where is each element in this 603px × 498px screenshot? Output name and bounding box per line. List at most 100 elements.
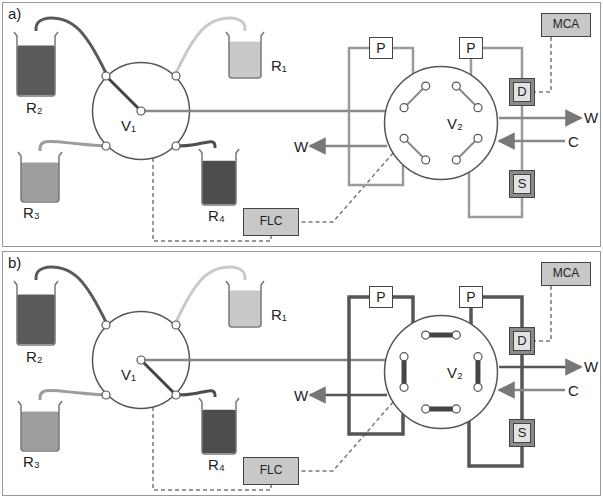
panel-frame: R₂R₁V₁R₃R₄PPMCADV₂SFLCb) — [2, 251, 601, 496]
valve-label: V₂ — [447, 364, 463, 381]
valve-label: V₁ — [121, 366, 136, 383]
control-line — [534, 286, 551, 341]
reagent-beaker: R₃ — [17, 151, 63, 203]
flow-label: C — [568, 133, 579, 150]
valve-outline — [385, 67, 498, 180]
sample-loop-box: S — [510, 171, 534, 197]
analyzer-box: MCA — [541, 13, 591, 37]
sample-loop-box: S — [510, 420, 534, 446]
box-label: MCA — [553, 267, 580, 281]
control-line — [299, 402, 393, 471]
waste-arrow — [499, 117, 581, 120]
valve-port — [422, 82, 430, 90]
loop-tubing — [520, 354, 524, 420]
controller-box: FLC — [243, 208, 299, 236]
valve-port — [422, 405, 430, 413]
reagent-liquid — [17, 295, 55, 344]
valve-port — [452, 331, 460, 339]
valve-body — [91, 61, 191, 161]
reagent-liquid — [21, 411, 59, 450]
detector-box: D — [510, 79, 534, 105]
pump-box: P — [369, 286, 393, 308]
carrier-arrow — [499, 140, 565, 143]
transfer-line — [190, 359, 386, 362]
loop-tubing — [393, 48, 413, 74]
valve-port — [172, 321, 180, 329]
box-label: S — [518, 177, 527, 192]
beaker-shape — [13, 31, 59, 97]
flow-label: W — [294, 138, 308, 155]
valve-port — [422, 331, 430, 339]
reagent-liquid — [229, 42, 261, 77]
reagent-label: R₂ — [26, 99, 43, 116]
reagent-beaker: R₁ — [225, 31, 265, 79]
beaker-shape — [225, 280, 265, 328]
valve-port — [137, 356, 145, 364]
box-label: S — [518, 426, 527, 441]
reagent-liquid — [21, 162, 59, 201]
valve-body — [91, 310, 191, 410]
valve-port — [452, 82, 460, 90]
reagent-label: R₃ — [23, 453, 40, 470]
valve-port — [400, 134, 408, 142]
valve-port — [172, 391, 180, 399]
beaker-glass — [199, 398, 239, 454]
valve-channel — [141, 360, 176, 395]
analyzer-box: MCA — [541, 262, 591, 286]
loop-tubing — [469, 308, 473, 324]
valve-outline — [93, 312, 190, 409]
valve-port — [474, 134, 482, 142]
selection-valve: V₁ — [91, 310, 191, 410]
flow-label: W — [584, 358, 598, 375]
reagent-tube — [175, 142, 215, 148]
beaker-shape — [17, 400, 63, 452]
reagent-label: R₄ — [208, 456, 225, 473]
waste-arrow — [310, 145, 387, 148]
beaker-shape — [17, 151, 63, 203]
valve-port — [474, 383, 482, 391]
valve-port — [172, 72, 180, 80]
valve-body — [383, 65, 499, 181]
flow-label: W — [584, 109, 598, 126]
valve-outline — [385, 316, 498, 429]
box-label: FLC — [260, 215, 283, 229]
loop-tubing — [521, 105, 524, 171]
beaker-glass — [14, 281, 58, 345]
box-label: P — [376, 289, 385, 305]
injection-valve: V₂ — [383, 314, 499, 430]
valve-port — [137, 107, 145, 115]
reagent-liquid — [229, 291, 261, 326]
panel-frame: R₂R₁V₁R₃R₄PPMCADV₂SFLCa) — [2, 2, 601, 247]
valve-label: V₁ — [121, 117, 136, 134]
valve-channel — [141, 110, 190, 113]
reagent-tube — [40, 141, 107, 151]
control-line — [299, 153, 393, 222]
transfer-line — [190, 110, 386, 113]
beaker-shape — [13, 280, 59, 346]
reagent-beaker: R₃ — [17, 400, 63, 452]
control-line — [534, 37, 551, 92]
beaker-shape — [198, 148, 240, 206]
valve-outline — [93, 63, 190, 160]
valve-port — [452, 405, 460, 413]
valve-channel — [106, 76, 141, 111]
injection-valve: V₂ — [383, 65, 499, 181]
beaker-shape — [225, 31, 265, 79]
box-label: D — [517, 334, 526, 349]
valve-body — [383, 314, 499, 430]
loop-tubing — [470, 59, 473, 75]
box-label: MCA — [553, 18, 580, 32]
reagent-label: R₁ — [271, 57, 287, 74]
reagent-beaker: R₄ — [198, 148, 240, 206]
reagent-tube — [175, 391, 215, 397]
valve-port — [400, 353, 408, 361]
valve-port — [474, 104, 482, 112]
reagent-beaker: R₂ — [13, 31, 59, 97]
waste-arrow — [499, 366, 581, 369]
valve-channel — [141, 359, 190, 362]
box-label: P — [466, 289, 475, 305]
valve-port — [172, 142, 180, 150]
loop-tubing — [483, 297, 522, 328]
